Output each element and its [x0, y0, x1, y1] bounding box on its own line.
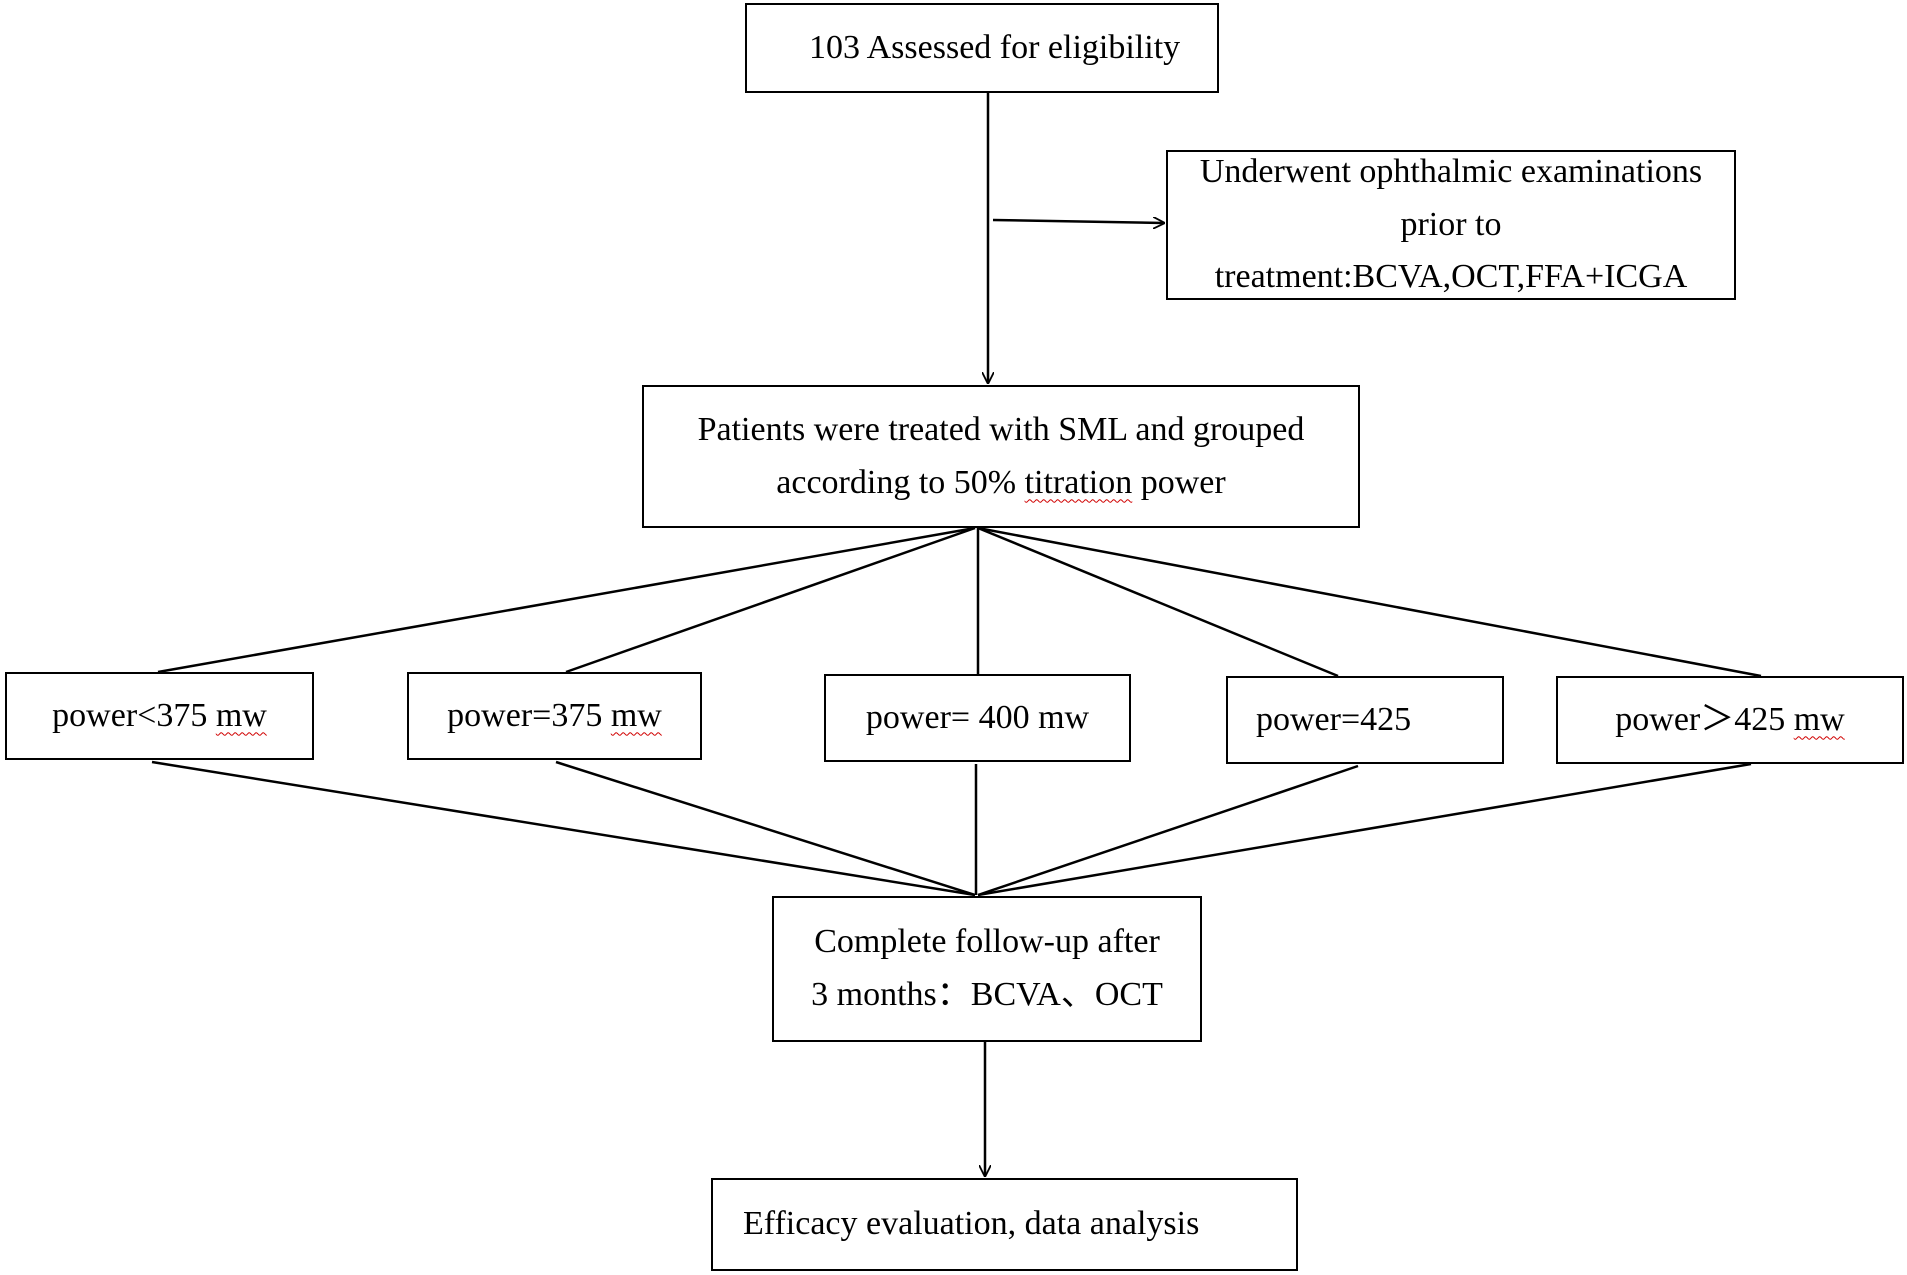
line-treat-to-p4 — [977, 526, 1339, 678]
power-group-2-value: power=375 — [447, 696, 611, 734]
power-group-5-box: power＞425 mw — [1556, 676, 1904, 764]
follow-up-box: Complete follow-up after 3 months：BCVA、O… — [772, 896, 1202, 1042]
power-group-4-text: power=425 — [1256, 700, 1412, 738]
assessed-eligibility-box: 103 Assessed for eligibility — [745, 3, 1219, 93]
power-group-1-box: power<375 mw — [5, 672, 314, 760]
efficacy-evaluation-text: Efficacy evaluation, data analysis — [743, 1205, 1200, 1243]
power-group-5-value: power＞425 — [1615, 700, 1794, 738]
power-group-5-unit: mw — [1793, 700, 1845, 738]
line-treat-to-p2 — [565, 526, 976, 674]
power-group-1-unit: mw — [215, 696, 267, 734]
sml-treatment-box: Patients were treated with SML and group… — [642, 385, 1360, 528]
power-group-4-box: power=425 — [1226, 676, 1504, 764]
power-group-1-text: power<375 mw — [52, 690, 267, 743]
power-group-3-text: power= 400 mw — [866, 692, 1089, 745]
efficacy-evaluation-box: Efficacy evaluation, data analysis — [711, 1178, 1298, 1271]
line-p4-to-follow — [977, 764, 1359, 897]
line-p5-to-follow — [977, 762, 1752, 897]
sml-treatment-line2-end: power — [1132, 463, 1226, 501]
power-group-1-value: power<375 — [52, 696, 216, 734]
power-group-2-text: power=375 mw — [447, 690, 662, 743]
sml-treatment-line1: Patients were treated with SML and group… — [697, 410, 1305, 448]
arrow-to-exam — [992, 220, 1164, 223]
power-group-3-unit: mw — [1038, 698, 1090, 736]
line-treat-to-p1 — [157, 526, 976, 674]
ophthalmic-exam-text: Underwent ophthalmic examinations prior … — [1199, 152, 1703, 296]
power-group-2-box: power=375 mw — [407, 672, 702, 760]
power-group-5-text: power＞425 mw — [1615, 694, 1844, 747]
line-treat-to-p5 — [977, 526, 1762, 678]
power-group-2-unit: mw — [610, 696, 662, 734]
ophthalmic-exam-box: Underwent ophthalmic examinations prior … — [1166, 150, 1736, 300]
power-group-3-value: power= 400 — [865, 698, 1039, 736]
line-p2-to-follow — [555, 760, 976, 897]
follow-up-text: Complete follow-up after 3 months：BCVA、O… — [811, 923, 1163, 1013]
sml-treatment-text: Patients were treated with SML and group… — [698, 404, 1305, 509]
sml-treatment-line2-start: according to 50% — [776, 463, 1025, 501]
sml-treatment-titration-word: titration — [1024, 463, 1133, 501]
line-p1-to-follow — [151, 760, 976, 897]
power-group-3-box: power= 400 mw — [824, 674, 1131, 762]
assessed-eligibility-text: 103 Assessed for eligibility — [809, 28, 1181, 66]
